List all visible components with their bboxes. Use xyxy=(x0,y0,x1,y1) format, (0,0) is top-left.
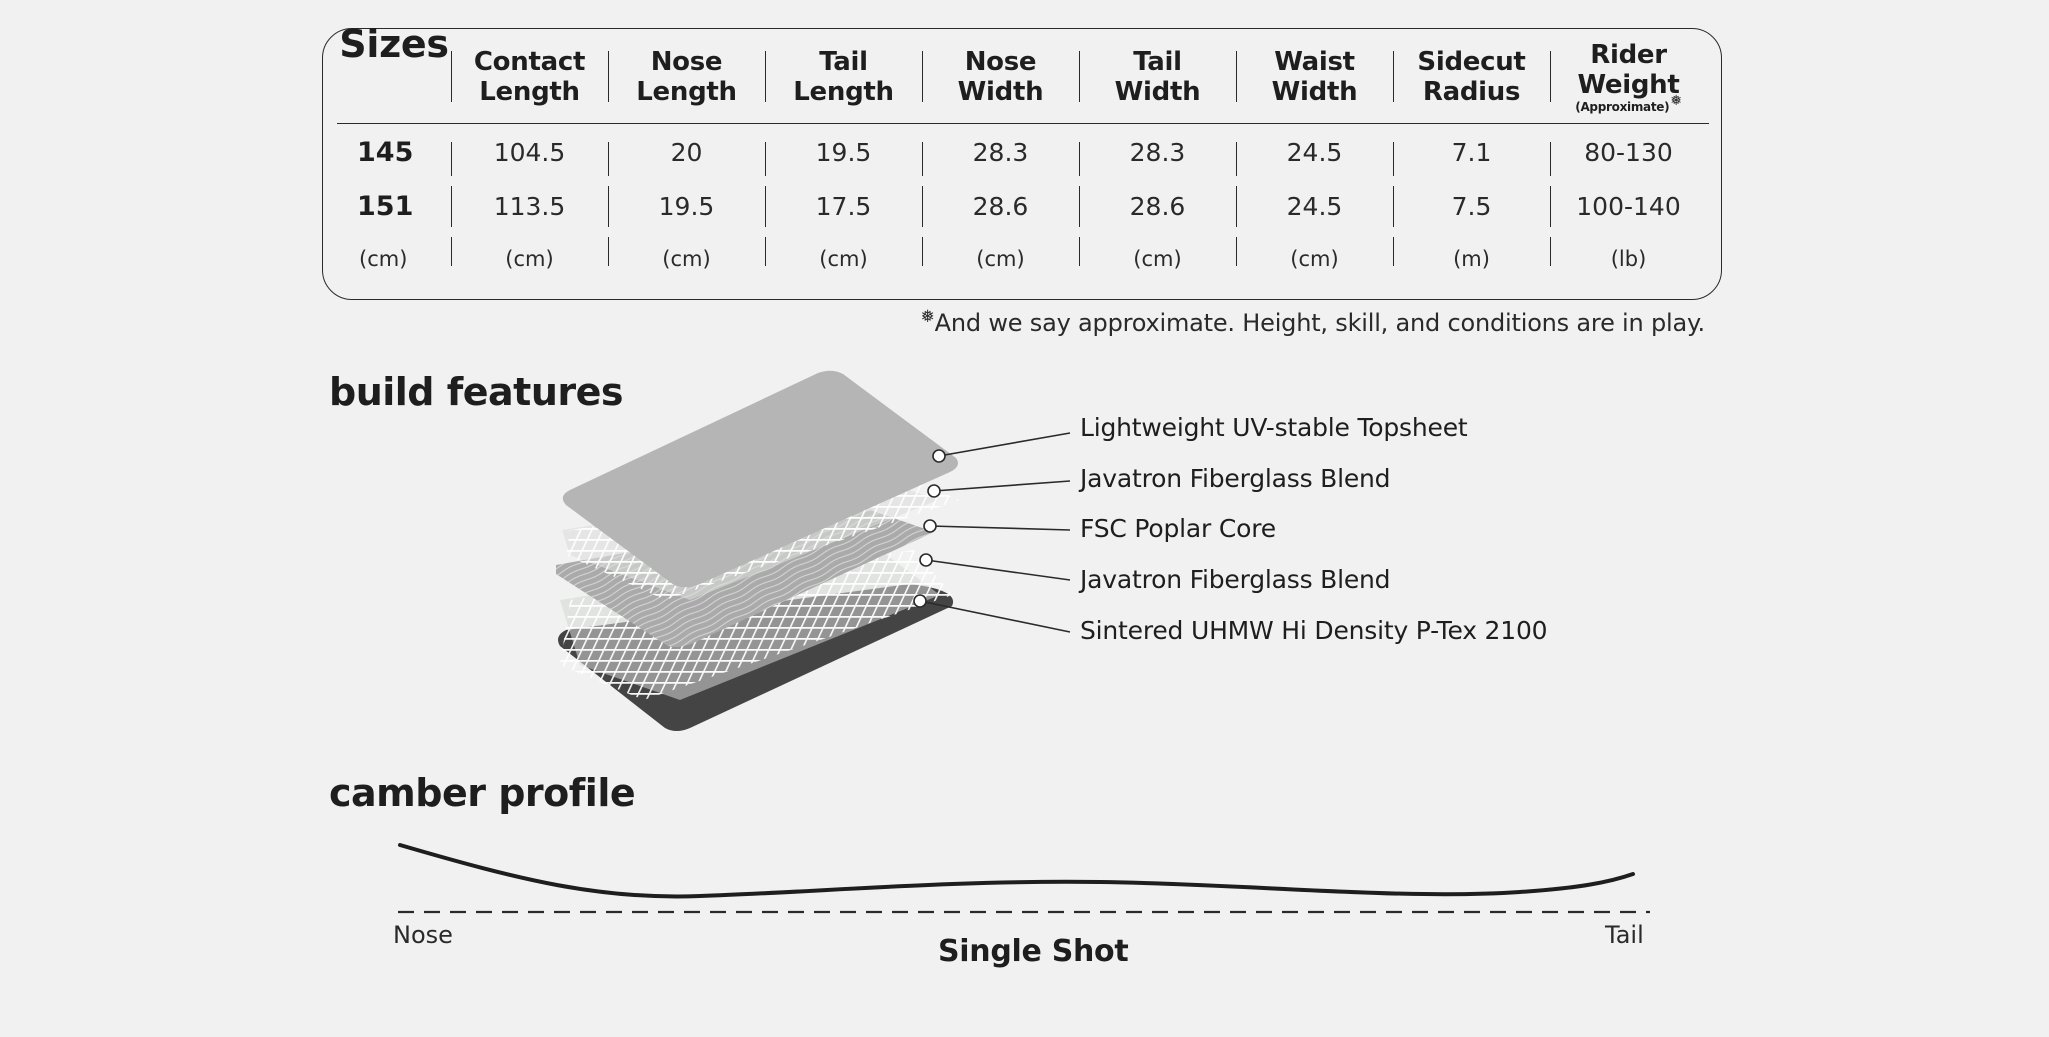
topsheet-layer xyxy=(562,370,958,588)
table-cell: 7.1 xyxy=(1393,124,1550,180)
table-cell: 28.3 xyxy=(922,124,1079,180)
table-cell: 20 xyxy=(608,124,765,180)
camber-profile-name: Single Shot xyxy=(938,934,1129,969)
column-header-line2: Radius xyxy=(1422,76,1521,107)
column-header-line1: Contact xyxy=(473,46,586,77)
unit-label: (cm) xyxy=(922,233,1079,284)
callout-lines xyxy=(913,432,1071,633)
table-cell: 7.5 xyxy=(1393,180,1550,233)
column-header-contact-length: Contact Length xyxy=(451,29,608,124)
callout-dot xyxy=(932,449,946,463)
unit-label: (cm) xyxy=(1236,233,1393,284)
table-cell: 80-130 xyxy=(1550,124,1707,180)
column-header-waist-width: Waist Width xyxy=(1236,29,1393,124)
layer-label-fiberglass-top: Javatron Fiberglass Blend xyxy=(1080,464,1391,493)
column-header-line2: Width xyxy=(1114,76,1201,107)
column-header-line1: Nose xyxy=(964,46,1037,77)
column-header-line2: Width xyxy=(1271,76,1358,107)
callout-dot xyxy=(919,553,933,567)
table-cell: 17.5 xyxy=(765,180,922,233)
nose-label: Nose xyxy=(393,921,453,949)
column-header-nose-length: Nose Length xyxy=(608,29,765,124)
unit-label: (cm) xyxy=(765,233,922,284)
build-features-title: build features xyxy=(329,370,624,414)
approximate-note-text: (Approximate) xyxy=(1575,99,1670,114)
size-151: 151 xyxy=(357,191,414,222)
unit-label: (cm) xyxy=(1079,233,1236,284)
spec-table: Sizes Contact Length Nose Length Tail Le… xyxy=(322,22,1722,300)
unit-label: (cm) xyxy=(451,233,608,284)
layer-label-base: Sintered UHMW Hi Density P-Tex 2100 xyxy=(1080,616,1548,645)
column-header-line1: Tail xyxy=(1133,46,1182,77)
column-header-line2: Length xyxy=(479,76,580,107)
callout-dot xyxy=(927,484,941,498)
table-cell: 19.5 xyxy=(608,180,765,233)
column-header-line1: Nose xyxy=(650,46,723,77)
snowflake-icon: ❅ xyxy=(1670,92,1682,109)
column-header-line1: Rider xyxy=(1590,39,1667,70)
table-cell: 113.5 xyxy=(451,180,608,233)
camber-profile-title: camber profile xyxy=(329,771,636,815)
tail-label: Tail xyxy=(1605,921,1644,949)
column-header-line2: Length xyxy=(793,76,894,107)
layer-label-topsheet: Lightweight UV-stable Topsheet xyxy=(1080,413,1468,442)
core-layer xyxy=(556,510,934,648)
column-header-line2: Width xyxy=(957,76,1044,107)
callout-dot xyxy=(923,519,937,533)
column-header-line2: Length xyxy=(636,76,737,107)
callout-dot xyxy=(913,594,927,608)
column-header-line1: Waist xyxy=(1274,46,1355,77)
column-header-sidecut-radius: Sidecut Radius xyxy=(1393,29,1550,124)
table-cell: 24.5 xyxy=(1236,124,1393,180)
footnote: ❅And we say approximate. Height, skill, … xyxy=(920,307,1706,337)
sizes-header: Sizes xyxy=(339,22,449,66)
unit-label: (m) xyxy=(1393,233,1550,284)
table-cell: 28.6 xyxy=(1079,180,1236,233)
approximate-note: (Approximate)❅ xyxy=(1575,94,1682,114)
column-header-line1: Sidecut xyxy=(1417,46,1526,77)
layer-label-core: FSC Poplar Core xyxy=(1080,514,1276,543)
column-header-line2: Weight xyxy=(1577,69,1680,100)
layer-label-fiberglass-bottom: Javatron Fiberglass Blend xyxy=(1080,565,1391,594)
unit-label: (lb) xyxy=(1550,233,1707,284)
snowflake-icon: ❅ xyxy=(920,307,935,327)
column-header-tail-length: Tail Length xyxy=(765,29,922,124)
unit-label: (cm) xyxy=(359,246,408,271)
table-cell: 100-140 xyxy=(1550,180,1707,233)
column-header-line1: Tail xyxy=(819,46,868,77)
spec-grid: Sizes Contact Length Nose Length Tail Le… xyxy=(337,22,1709,299)
table-cell: 28.3 xyxy=(1079,124,1236,180)
camber-profile-curve xyxy=(398,843,1635,899)
column-header-nose-width: Nose Width xyxy=(922,29,1079,124)
table-cell: 28.6 xyxy=(922,180,1079,233)
header-divider xyxy=(337,123,1709,124)
column-header-tail-width: Tail Width xyxy=(1079,29,1236,124)
size-145: 145 xyxy=(357,136,414,168)
unit-label: (cm) xyxy=(608,233,765,284)
footnote-text: And we say approximate. Height, skill, a… xyxy=(934,309,1706,337)
column-header-rider-weight: Rider Weight (Approximate)❅ xyxy=(1550,29,1707,124)
table-cell: 24.5 xyxy=(1236,180,1393,233)
table-cell: 104.5 xyxy=(451,124,608,180)
table-cell: 19.5 xyxy=(765,124,922,180)
